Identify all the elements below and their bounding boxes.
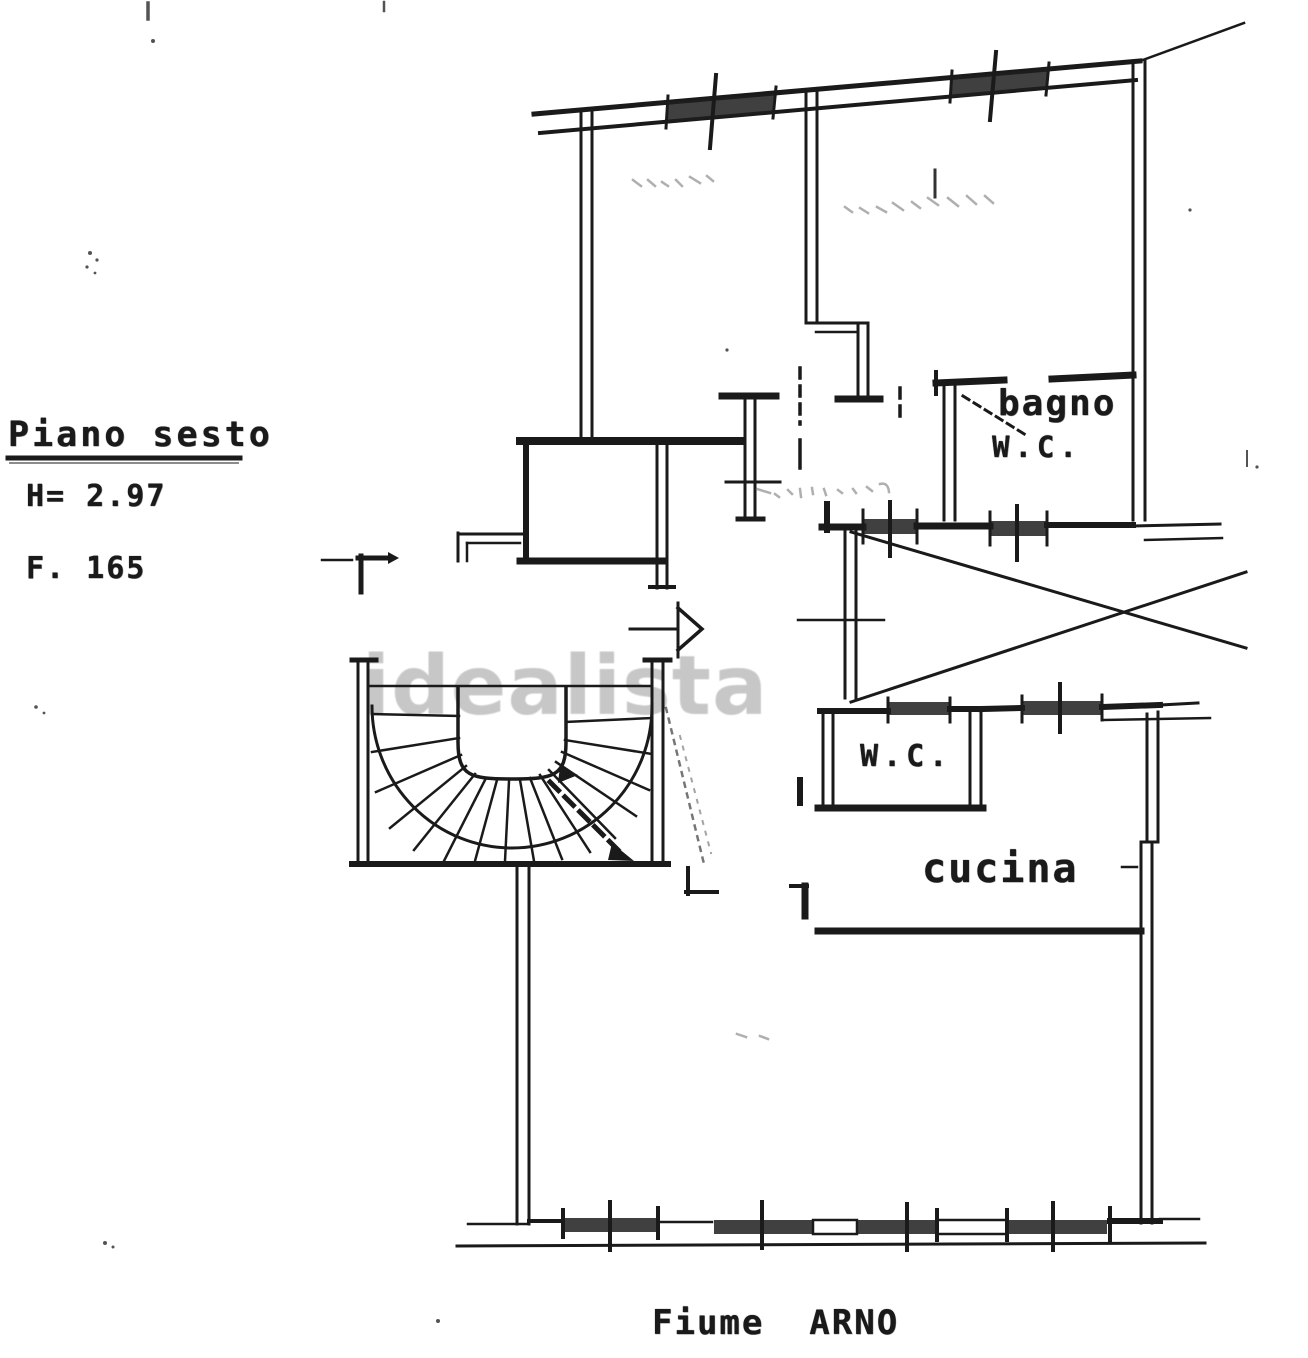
window-symbol — [948, 49, 1051, 123]
right-exterior-wall — [1131, 59, 1147, 522]
terrace-cross — [796, 528, 1248, 704]
room-label-wc-bagno: W.C. — [992, 430, 1082, 464]
top-exterior-wall — [531, 21, 1246, 151]
bathroom-walls — [932, 370, 1137, 522]
door-swing-dashes — [798, 168, 937, 470]
wc-walls — [797, 696, 987, 812]
caption-fiume-arno: Fiume ARNO — [652, 1303, 900, 1343]
room-label-wc: W.C. — [860, 739, 953, 774]
entrance-arrow — [628, 601, 705, 659]
window-symbol — [664, 72, 778, 151]
scan-noise — [34, 0, 1259, 1323]
staircase — [349, 657, 719, 1226]
room-label-cucina: cucina — [922, 846, 1079, 892]
ceiling-height-label: H= 2.97 — [26, 479, 167, 514]
kitchen-walls — [789, 682, 1212, 1225]
room-label-bagno: bagno — [998, 383, 1117, 424]
cadastral-sheet-label: F. 165 — [26, 551, 147, 586]
bottom-exterior-wall — [455, 1200, 1207, 1252]
illegible-handwriting — [631, 174, 995, 1041]
floor-label-underline — [5, 455, 243, 464]
floor-label: Piano sesto — [8, 415, 273, 455]
interior-walls-top — [320, 87, 884, 595]
corridor-wall — [818, 500, 1224, 562]
